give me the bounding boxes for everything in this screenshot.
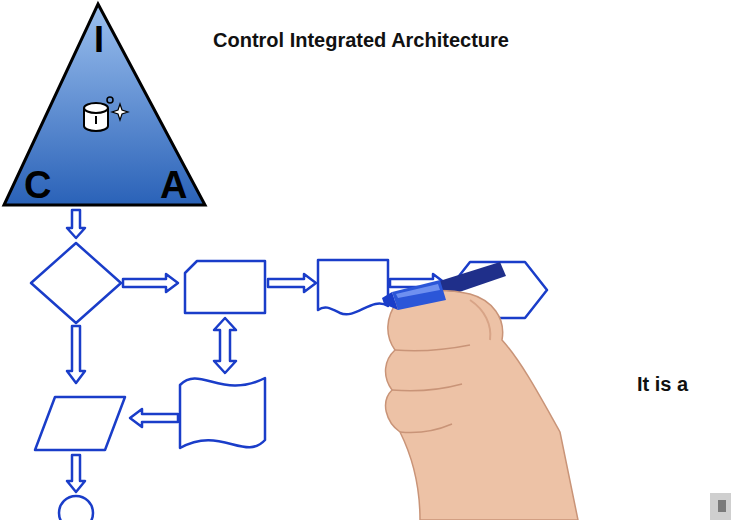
decision-diamond: [31, 243, 121, 323]
down-arrow: [67, 455, 85, 492]
left-arrow: [130, 409, 178, 427]
terminator-circle: [59, 496, 93, 520]
triangle-shape: [4, 4, 205, 205]
logo-letter: A: [160, 166, 187, 204]
right-arrow: [123, 274, 178, 292]
hand-illustration: [386, 291, 578, 520]
down-arrow: [67, 210, 85, 238]
down-arrow: [67, 326, 85, 383]
logo-triangle: I C A: [0, 0, 210, 210]
caption-text: It is a: [637, 374, 688, 394]
logo-letter: I: [94, 22, 104, 58]
data-parallelogram: [35, 397, 125, 450]
database-icon: [84, 97, 128, 131]
document-shape: [318, 260, 388, 314]
double-arrow: [214, 318, 236, 373]
logo-letter: C: [24, 166, 51, 204]
photo-thumbnail: [710, 493, 731, 520]
tape-shape: [180, 378, 265, 448]
card-shape: [185, 261, 265, 313]
title-text: Control Integrated Architecture: [213, 30, 509, 50]
right-arrow: [268, 274, 316, 292]
marker-pen: [382, 280, 446, 310]
